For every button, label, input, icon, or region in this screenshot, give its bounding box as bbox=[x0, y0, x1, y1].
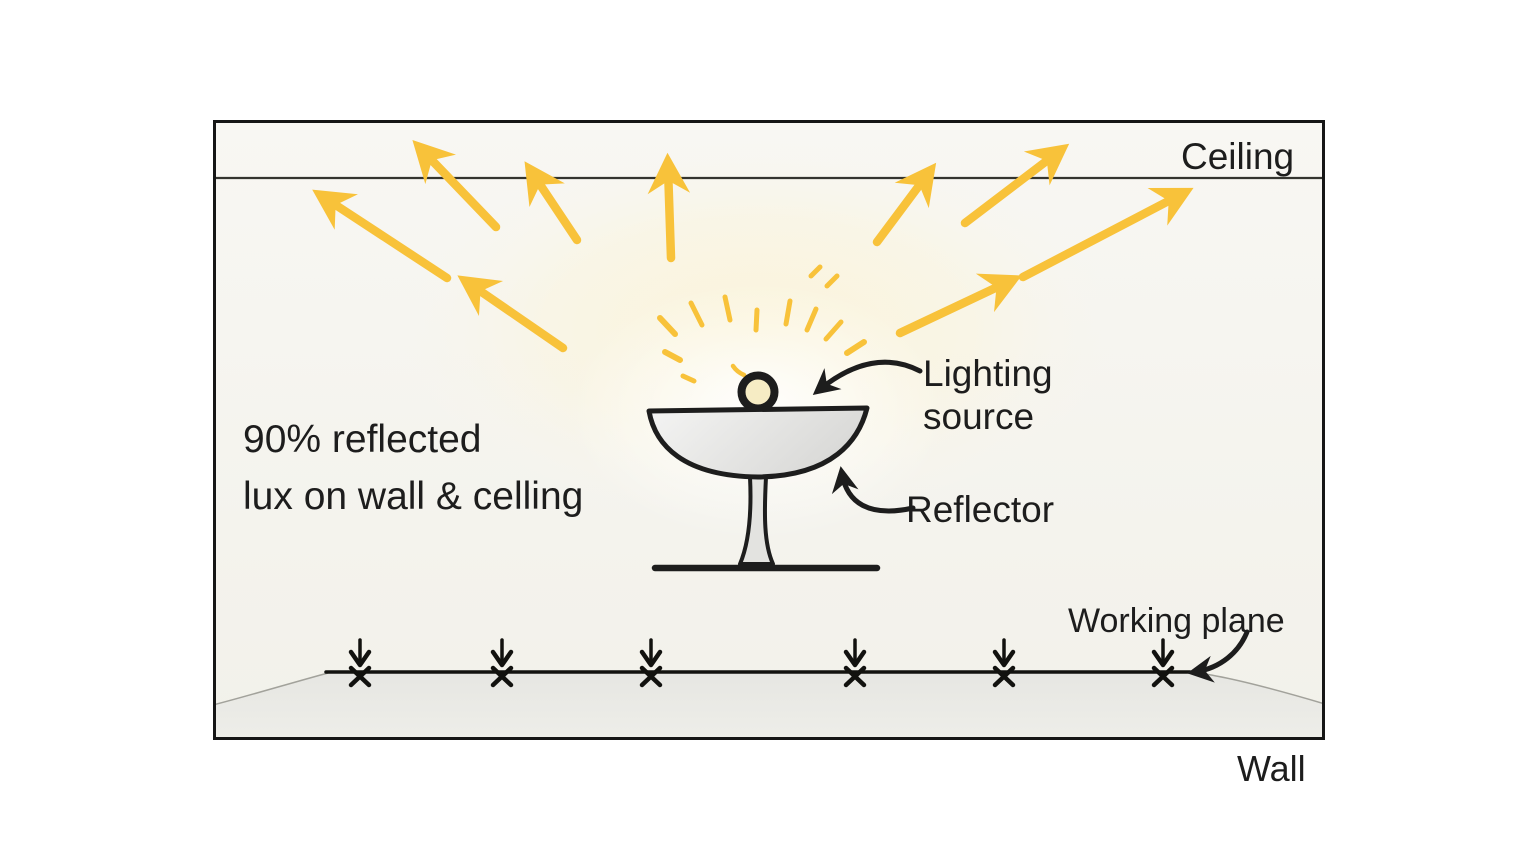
reflected-lux-note-line1: 90% reflected bbox=[243, 418, 482, 461]
light-ray-arrow bbox=[960, 143, 1070, 228]
wall-label: Wall bbox=[1237, 748, 1306, 789]
reflected-lux-note: 90% reflected lux on wall & celling bbox=[243, 412, 583, 525]
lux-marker bbox=[992, 638, 1016, 688]
light-ray-arrow bbox=[524, 161, 582, 245]
light-ray-arrow bbox=[1018, 187, 1194, 282]
light-ray-arrow bbox=[872, 162, 937, 247]
room-border bbox=[213, 120, 1325, 740]
label-pointers bbox=[812, 359, 1250, 683]
light-ray-arrow bbox=[412, 139, 501, 232]
light-sparkles bbox=[657, 264, 867, 384]
working-plane-label: Working plane bbox=[1068, 602, 1285, 640]
reflector-label: Reflector bbox=[906, 489, 1055, 530]
lamp-reflector-bowl bbox=[646, 405, 870, 480]
light-ray-arrow bbox=[647, 152, 691, 263]
lighting-source-pointer-arrow bbox=[812, 359, 923, 396]
lighting-source-label-line1: Lighting bbox=[923, 353, 1053, 394]
light-rays bbox=[312, 139, 1194, 353]
lamp bbox=[646, 371, 881, 572]
reflector-pointer-arrow bbox=[831, 466, 916, 514]
light-ray-arrow bbox=[312, 189, 452, 283]
lux-marker bbox=[639, 638, 663, 688]
working-plane-pointer-arrow bbox=[1187, 629, 1250, 683]
lamp-stem bbox=[738, 475, 775, 566]
lux-marker bbox=[348, 638, 372, 688]
lux-marker bbox=[843, 638, 867, 688]
reflected-lux-note-line2: lux on wall & celling bbox=[243, 474, 584, 518]
light-ray-arrow bbox=[895, 273, 1022, 338]
lux-marker bbox=[490, 638, 514, 688]
ceiling-label: Ceiling bbox=[1181, 136, 1295, 177]
working-plane bbox=[324, 638, 1192, 688]
lux-marker bbox=[1151, 638, 1175, 688]
diagram-canvas bbox=[213, 120, 1325, 740]
light-ray-arrow bbox=[457, 275, 568, 353]
lamp-bulb bbox=[737, 371, 779, 413]
lighting-source-label-line2: source bbox=[923, 395, 1035, 437]
